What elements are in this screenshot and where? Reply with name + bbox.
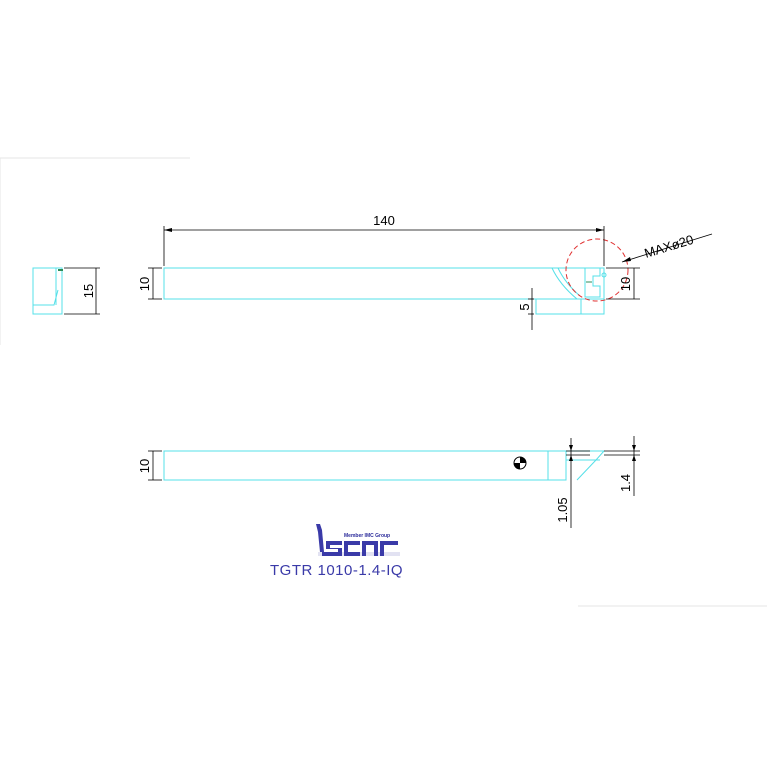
end-view: 15 [32, 267, 100, 315]
dim-height-left: 10 [137, 277, 152, 291]
dim-offset: 5 [517, 303, 532, 310]
dim-length: 140 [373, 213, 395, 228]
dim-height-right: 10 [618, 277, 633, 291]
side-view: 10 1.05 1.4 [137, 436, 640, 528]
detail-circle [565, 238, 629, 302]
dim-depth-2: 1.4 [618, 474, 633, 492]
dim-max-diameter: MAXø20 [642, 232, 695, 261]
dim-height-bottom: 10 [137, 459, 152, 473]
logo-member-text: Member IMC Group [344, 533, 390, 539]
top-view: 140 10 10 5 MAXø20 [137, 213, 713, 330]
part-number-caption: TGTR 1010-1.4-IQ [270, 562, 404, 579]
dim-end-height: 15 [81, 284, 96, 298]
iscar-logo: Member IMC Group [316, 524, 400, 556]
dim-depth-1: 1.05 [555, 497, 570, 522]
